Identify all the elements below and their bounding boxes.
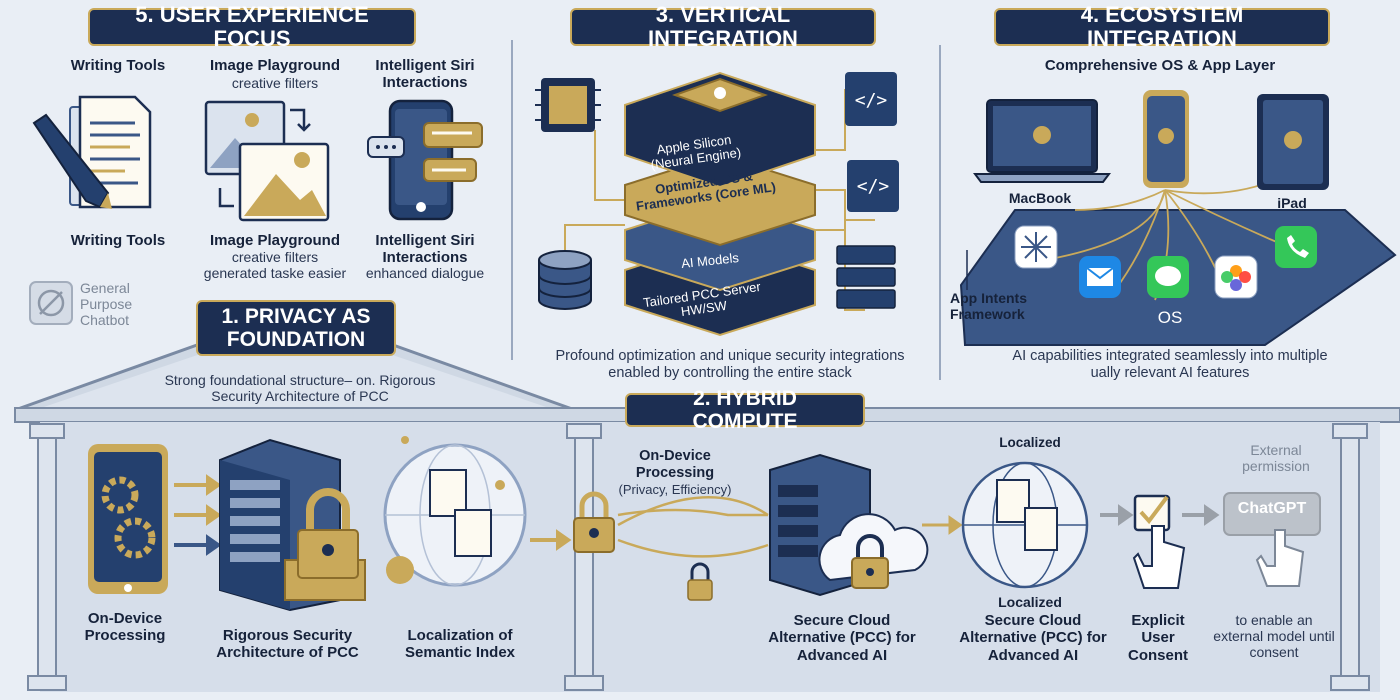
privacy-item-semantic-index: Localization of Semantic Index <box>404 627 516 662</box>
pointer-hand-icon <box>1255 529 1305 587</box>
crossed-chatbot-icon <box>29 281 73 325</box>
image-playground-label-bottom: Image Playground <box>209 232 341 249</box>
app-intents-label: App Intents Framework <box>950 290 1027 323</box>
lock-icon-main <box>573 491 615 553</box>
privacy-caption: Strong foundational structure– on. Rigor… <box>164 372 436 405</box>
small-chip-icon <box>535 78 601 132</box>
server-rack-icon <box>836 245 896 309</box>
macbook-label: MacBook <box>1008 190 1072 206</box>
database-icon <box>538 250 592 310</box>
hybrid-on-device-title: On-Device Processing <box>635 448 715 481</box>
siri-phone-icon <box>367 99 483 221</box>
cloud-server-icon <box>769 453 929 597</box>
app-icon-photos <box>1214 255 1258 299</box>
hybrid-localized-bottom: Localized <box>998 594 1062 610</box>
writing-tools-label-bottom: Writing Tools <box>70 232 166 249</box>
privacy-section-title: 1. PRIVACY AS FOUNDATION <box>196 300 396 356</box>
code-icon-2: </> <box>847 160 899 212</box>
ecosystem-diagram <box>959 90 1397 346</box>
app-icon-messages <box>1147 256 1189 298</box>
ecosystem-subtitle: Comprehensive OS & App Layer <box>1044 57 1276 74</box>
app-icon-phone <box>1275 226 1317 268</box>
hybrid-secure-cloud-1: Secure Cloud Alternative (PCC) for Advan… <box>768 612 916 664</box>
image-playground-label-top: Image Playground <box>209 57 341 74</box>
privacy-item-on-device: On-Device Processing <box>84 610 166 645</box>
ecosystem-section-title: 4. ECOSYSTEM INTEGRATION <box>994 2 1330 51</box>
consent-checkbox-icon <box>1132 494 1186 589</box>
image-playground-sub1-bottom: creative filters <box>231 249 319 265</box>
privacy-item-security-architecture: Rigorous Security Architecture of PCC <box>216 627 359 662</box>
svg-text:</>: </> <box>855 90 888 111</box>
secure-server-icon <box>219 438 366 612</box>
hybrid-secure-cloud-2: Secure Cloud Alternative (PCC) for Advan… <box>959 612 1107 664</box>
semantic-index-globe-icon <box>383 436 527 587</box>
hybrid-section-title: 2. HYBRID COMPUTE <box>625 387 865 433</box>
general-purpose-chatbot-label: General Purpose Chatbot <box>80 280 133 329</box>
privacy-icons <box>88 436 572 612</box>
hybrid-external-permission: External permission <box>1242 442 1310 475</box>
chatgpt-button[interactable]: ChatGPT <box>1237 500 1307 517</box>
image-playground-sub2-bottom: generated taske easier <box>203 265 347 281</box>
hybrid-compute-diagram <box>573 453 1321 601</box>
hybrid-external-caption: to enable an external model until consen… <box>1213 612 1335 661</box>
hybrid-explicit-consent: Explicit User Consent <box>1128 612 1188 664</box>
phone-gears-icon <box>88 444 168 594</box>
ecosystem-caption: AI capabilities integrated seamlessly in… <box>1012 348 1328 381</box>
hybrid-localized-top: Localized <box>999 435 1061 450</box>
iphone-icon <box>1143 90 1189 188</box>
app-icon-mail <box>1079 256 1121 298</box>
code-icon-1: </> <box>845 72 897 126</box>
image-playground-icon <box>204 100 330 222</box>
writing-tools-label-top: Writing Tools <box>70 57 166 74</box>
vertical-caption: Profound optimization and unique securit… <box>555 348 905 381</box>
app-icon-perplexity <box>1014 225 1058 269</box>
localized-globe-icon <box>961 461 1089 589</box>
ipad-label: iPad <box>1277 195 1307 211</box>
siri-label-bottom: Intelligent Siri Interactions <box>375 232 475 267</box>
ux-section-title: 5. USER EXPERIENCE FOCUS <box>88 2 416 51</box>
lock-icon-small <box>687 562 713 601</box>
macbook-icon <box>973 99 1111 183</box>
siri-label-top: Intelligent Siri Interactions <box>375 57 475 92</box>
image-playground-sub-top: creative filters <box>231 75 319 91</box>
vertical-stack-diagram: </> </> <box>535 71 899 337</box>
ipad-icon <box>1257 94 1329 190</box>
siri-sub-bottom: enhanced dialogue <box>365 265 485 281</box>
chatgpt-button-shape <box>1223 492 1321 536</box>
document-pen-icon <box>32 95 152 209</box>
vertical-section-title: 3. VERTICAL INTEGRATION <box>570 2 876 51</box>
hybrid-on-device-sub: (Privacy, Efficiency) <box>618 482 732 497</box>
os-label: OS <box>1157 308 1183 327</box>
svg-text:</>: </> <box>857 176 890 197</box>
